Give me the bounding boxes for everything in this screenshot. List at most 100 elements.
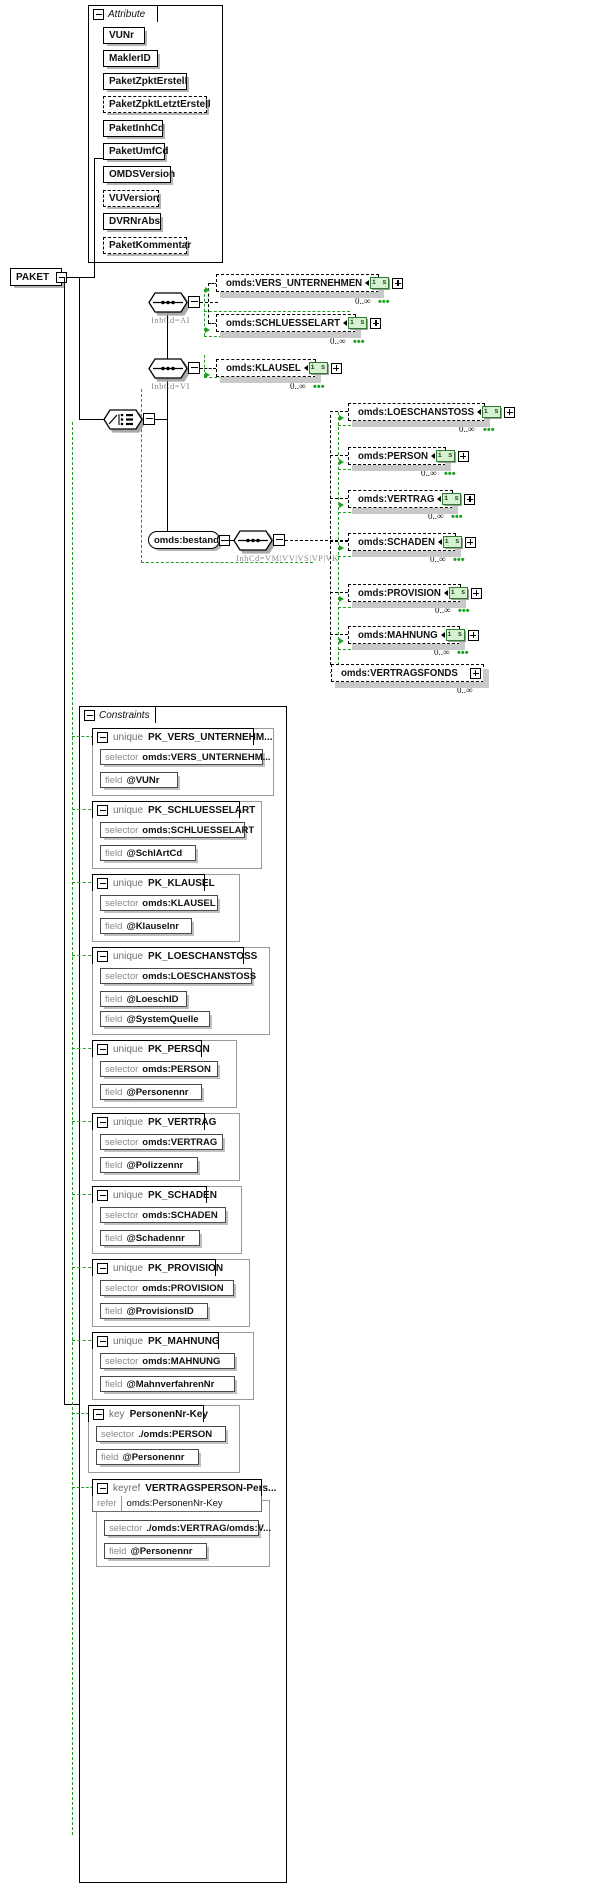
constraint-header-pk-vers-unternehm[interactable]: unique PK_VERS_UNTERNEHM...	[92, 728, 273, 745]
minus-icon[interactable]	[93, 1408, 104, 1420]
plus-icon[interactable]	[467, 629, 479, 641]
constraint-selector[interactable]: selector omds:VERS_UNTERNEHM...	[100, 749, 271, 765]
element-mahnung[interactable]: omds:MAHNUNG i s	[348, 626, 479, 650]
constraint-header-vertragsperson-keyref[interactable]: keyref VERTRAGSPERSON-Pers...	[92, 1479, 276, 1496]
constraint-header-pk-klausel[interactable]: unique PK_KLAUSEL	[92, 874, 215, 891]
sequence-expander-ai[interactable]	[188, 296, 200, 308]
element-schaden[interactable]: omds:SCHADEN i s	[348, 533, 476, 557]
choice-expander[interactable]	[143, 413, 155, 425]
constraint-selector[interactable]: selector omds:MAHNUNG	[100, 1353, 235, 1369]
constraint-selector[interactable]: selector omds:SCHLUESSELART	[100, 822, 254, 838]
constraint-header-pk-provision[interactable]: unique PK_PROVISION	[92, 1259, 223, 1276]
constraint-header-pk-vertrag[interactable]: unique PK_VERTRAG	[92, 1113, 216, 1130]
element-vertragsfonds[interactable]: omds:VERTRAGSFONDS	[331, 664, 489, 688]
plus-icon[interactable]	[504, 406, 516, 418]
constraint-field[interactable]: field @VUNr	[100, 772, 178, 788]
attribute-paketzpktletzterstell[interactable]: PaketZpktLetztErstell	[103, 96, 211, 113]
minus-icon[interactable]	[93, 8, 104, 20]
constraint-selector[interactable]: selector ./omds:PERSON	[96, 1426, 226, 1442]
constraint-selector[interactable]: selector omds:VERTRAG	[100, 1134, 223, 1150]
selector-label: selector	[105, 1209, 139, 1221]
element-provision[interactable]: omds:PROVISION i s	[348, 584, 482, 608]
sequence-expander-bestand[interactable]	[273, 534, 285, 546]
element-label: omds:VERTRAGSFONDS	[341, 667, 458, 679]
constraint-link	[72, 1340, 102, 1341]
constraint-field[interactable]: field @SystemQuelle	[100, 1011, 210, 1027]
scope-dots: •••	[353, 336, 365, 348]
constraint-header-pk-schluesselart[interactable]: unique PK_SCHLUESSELART	[92, 801, 255, 818]
scope-dots: •••	[444, 468, 456, 480]
root-element-paket[interactable]: PAKET	[10, 268, 67, 286]
plus-icon[interactable]	[330, 362, 342, 374]
element-schluesselart[interactable]: omds:SCHLUESSELART i s	[216, 314, 382, 338]
plus-icon[interactable]	[392, 277, 404, 289]
attribute-paketumfcd[interactable]: PaketUmfCd	[103, 143, 168, 160]
element-vertrag[interactable]: omds:VERTRAG i s	[348, 490, 476, 514]
attribute-omdsversion[interactable]: OMDSVersion	[103, 166, 175, 183]
constraint-header-pk-person[interactable]: unique PK_PERSON	[92, 1040, 210, 1057]
attribute-group-tab[interactable]: Attribute	[88, 5, 158, 22]
constraint-selector[interactable]: selector omds:PERSON	[100, 1061, 218, 1077]
attribute-paketzpkterstell[interactable]: PaketZpktErstell	[103, 73, 187, 90]
constraint-refer[interactable]: refer omds:PersonenNr-Key	[92, 1496, 262, 1512]
minus-icon[interactable]	[97, 1262, 108, 1274]
minus-icon[interactable]	[97, 1482, 108, 1494]
constraint-selector[interactable]: selector omds:SCHADEN	[100, 1207, 226, 1223]
minus-icon[interactable]	[97, 804, 108, 816]
constraint-selector[interactable]: selector omds:LOESCHANSTOSS	[100, 968, 256, 984]
constraint-header-personennr-key[interactable]: key PersonenNr-Key	[88, 1405, 208, 1422]
element-vers-unternehmen[interactable]: omds:VERS_UNTERNEHMEN i s	[216, 274, 404, 298]
constraint-selector[interactable]: selector ./omds:VERTRAG/omds:V...	[104, 1520, 271, 1536]
constraint-selector[interactable]: selector omds:KLAUSEL	[100, 895, 218, 911]
attribute-maklerid[interactable]: MaklerID	[103, 50, 158, 67]
group-bestand[interactable]: omds:bestand	[148, 531, 230, 549]
selector-label: selector	[105, 1282, 139, 1294]
constraint-field[interactable]: field @ProvisionsID	[100, 1303, 208, 1319]
minus-icon[interactable]	[97, 950, 108, 962]
minus-icon[interactable]	[97, 877, 108, 889]
attribute-dvrnrabs[interactable]: DVRNrAbs	[103, 213, 161, 230]
element-loeschanstoss[interactable]: omds:LOESCHANSTOSS i s	[348, 403, 516, 427]
minus-icon[interactable]	[97, 1116, 108, 1128]
sequence-expander-vi[interactable]	[188, 362, 200, 374]
element-person[interactable]: omds:PERSON i s	[348, 447, 469, 471]
plus-icon[interactable]	[464, 536, 476, 548]
minus-icon[interactable]	[97, 1189, 108, 1201]
attribute-vunr[interactable]: VUNr	[103, 27, 145, 44]
plus-icon[interactable]	[370, 317, 382, 329]
attribute-vuversion[interactable]: VUVersion	[103, 190, 159, 207]
plus-icon[interactable]	[457, 450, 469, 462]
minus-icon[interactable]	[84, 709, 95, 721]
constraint-selector[interactable]: selector omds:PROVISION	[100, 1280, 234, 1296]
minus-icon[interactable]	[97, 1043, 108, 1055]
minus-icon[interactable]	[97, 1335, 108, 1347]
constraint-field[interactable]: field @LoeschID	[100, 991, 187, 1007]
constraint-field[interactable]: field @Schadennr	[100, 1230, 200, 1246]
sequence-compositor-ai[interactable]	[148, 292, 188, 313]
constraint-field[interactable]: field @Personennr	[100, 1084, 202, 1100]
constraint-field[interactable]: field @Personennr	[104, 1543, 207, 1559]
constraint-header-pk-loeschanstoss[interactable]: unique PK_LOESCHANSTOSS	[92, 947, 257, 964]
scope-outline	[141, 562, 313, 563]
sequence-compositor-vi[interactable]	[148, 358, 188, 379]
minus-icon[interactable]	[97, 731, 108, 743]
constraint-header-pk-schaden[interactable]: unique PK_SCHADEN	[92, 1186, 217, 1203]
constraints-group-tab[interactable]: Constraints	[79, 706, 156, 723]
plus-icon[interactable]	[464, 493, 476, 505]
plus-icon[interactable]	[470, 587, 482, 599]
type-badge-icon: i s	[348, 317, 368, 329]
connector-line	[200, 368, 216, 369]
constraint-header-pk-mahnung[interactable]: unique PK_MAHNUNG	[92, 1332, 220, 1349]
element-klausel[interactable]: omds:KLAUSEL i s	[216, 359, 342, 383]
constraint-field[interactable]: field @Personennr	[96, 1449, 199, 1465]
constraint-field[interactable]: field @Polizzennr	[100, 1157, 198, 1173]
choice-compositor[interactable]	[103, 409, 143, 430]
sequence-compositor-bestand[interactable]	[233, 530, 273, 551]
occurrence-label: 0..∞	[428, 511, 444, 521]
attribute-paketkommentar[interactable]: PaketKommentar	[103, 237, 191, 254]
plus-icon[interactable]	[470, 667, 481, 679]
constraint-field[interactable]: field @SchlArtCd	[100, 845, 196, 861]
constraint-field[interactable]: field @MahnverfahrenNr	[100, 1376, 235, 1392]
attribute-paketinhcd[interactable]: PaketInhCd	[103, 120, 164, 137]
constraint-field[interactable]: field @Klauselnr	[100, 918, 192, 934]
